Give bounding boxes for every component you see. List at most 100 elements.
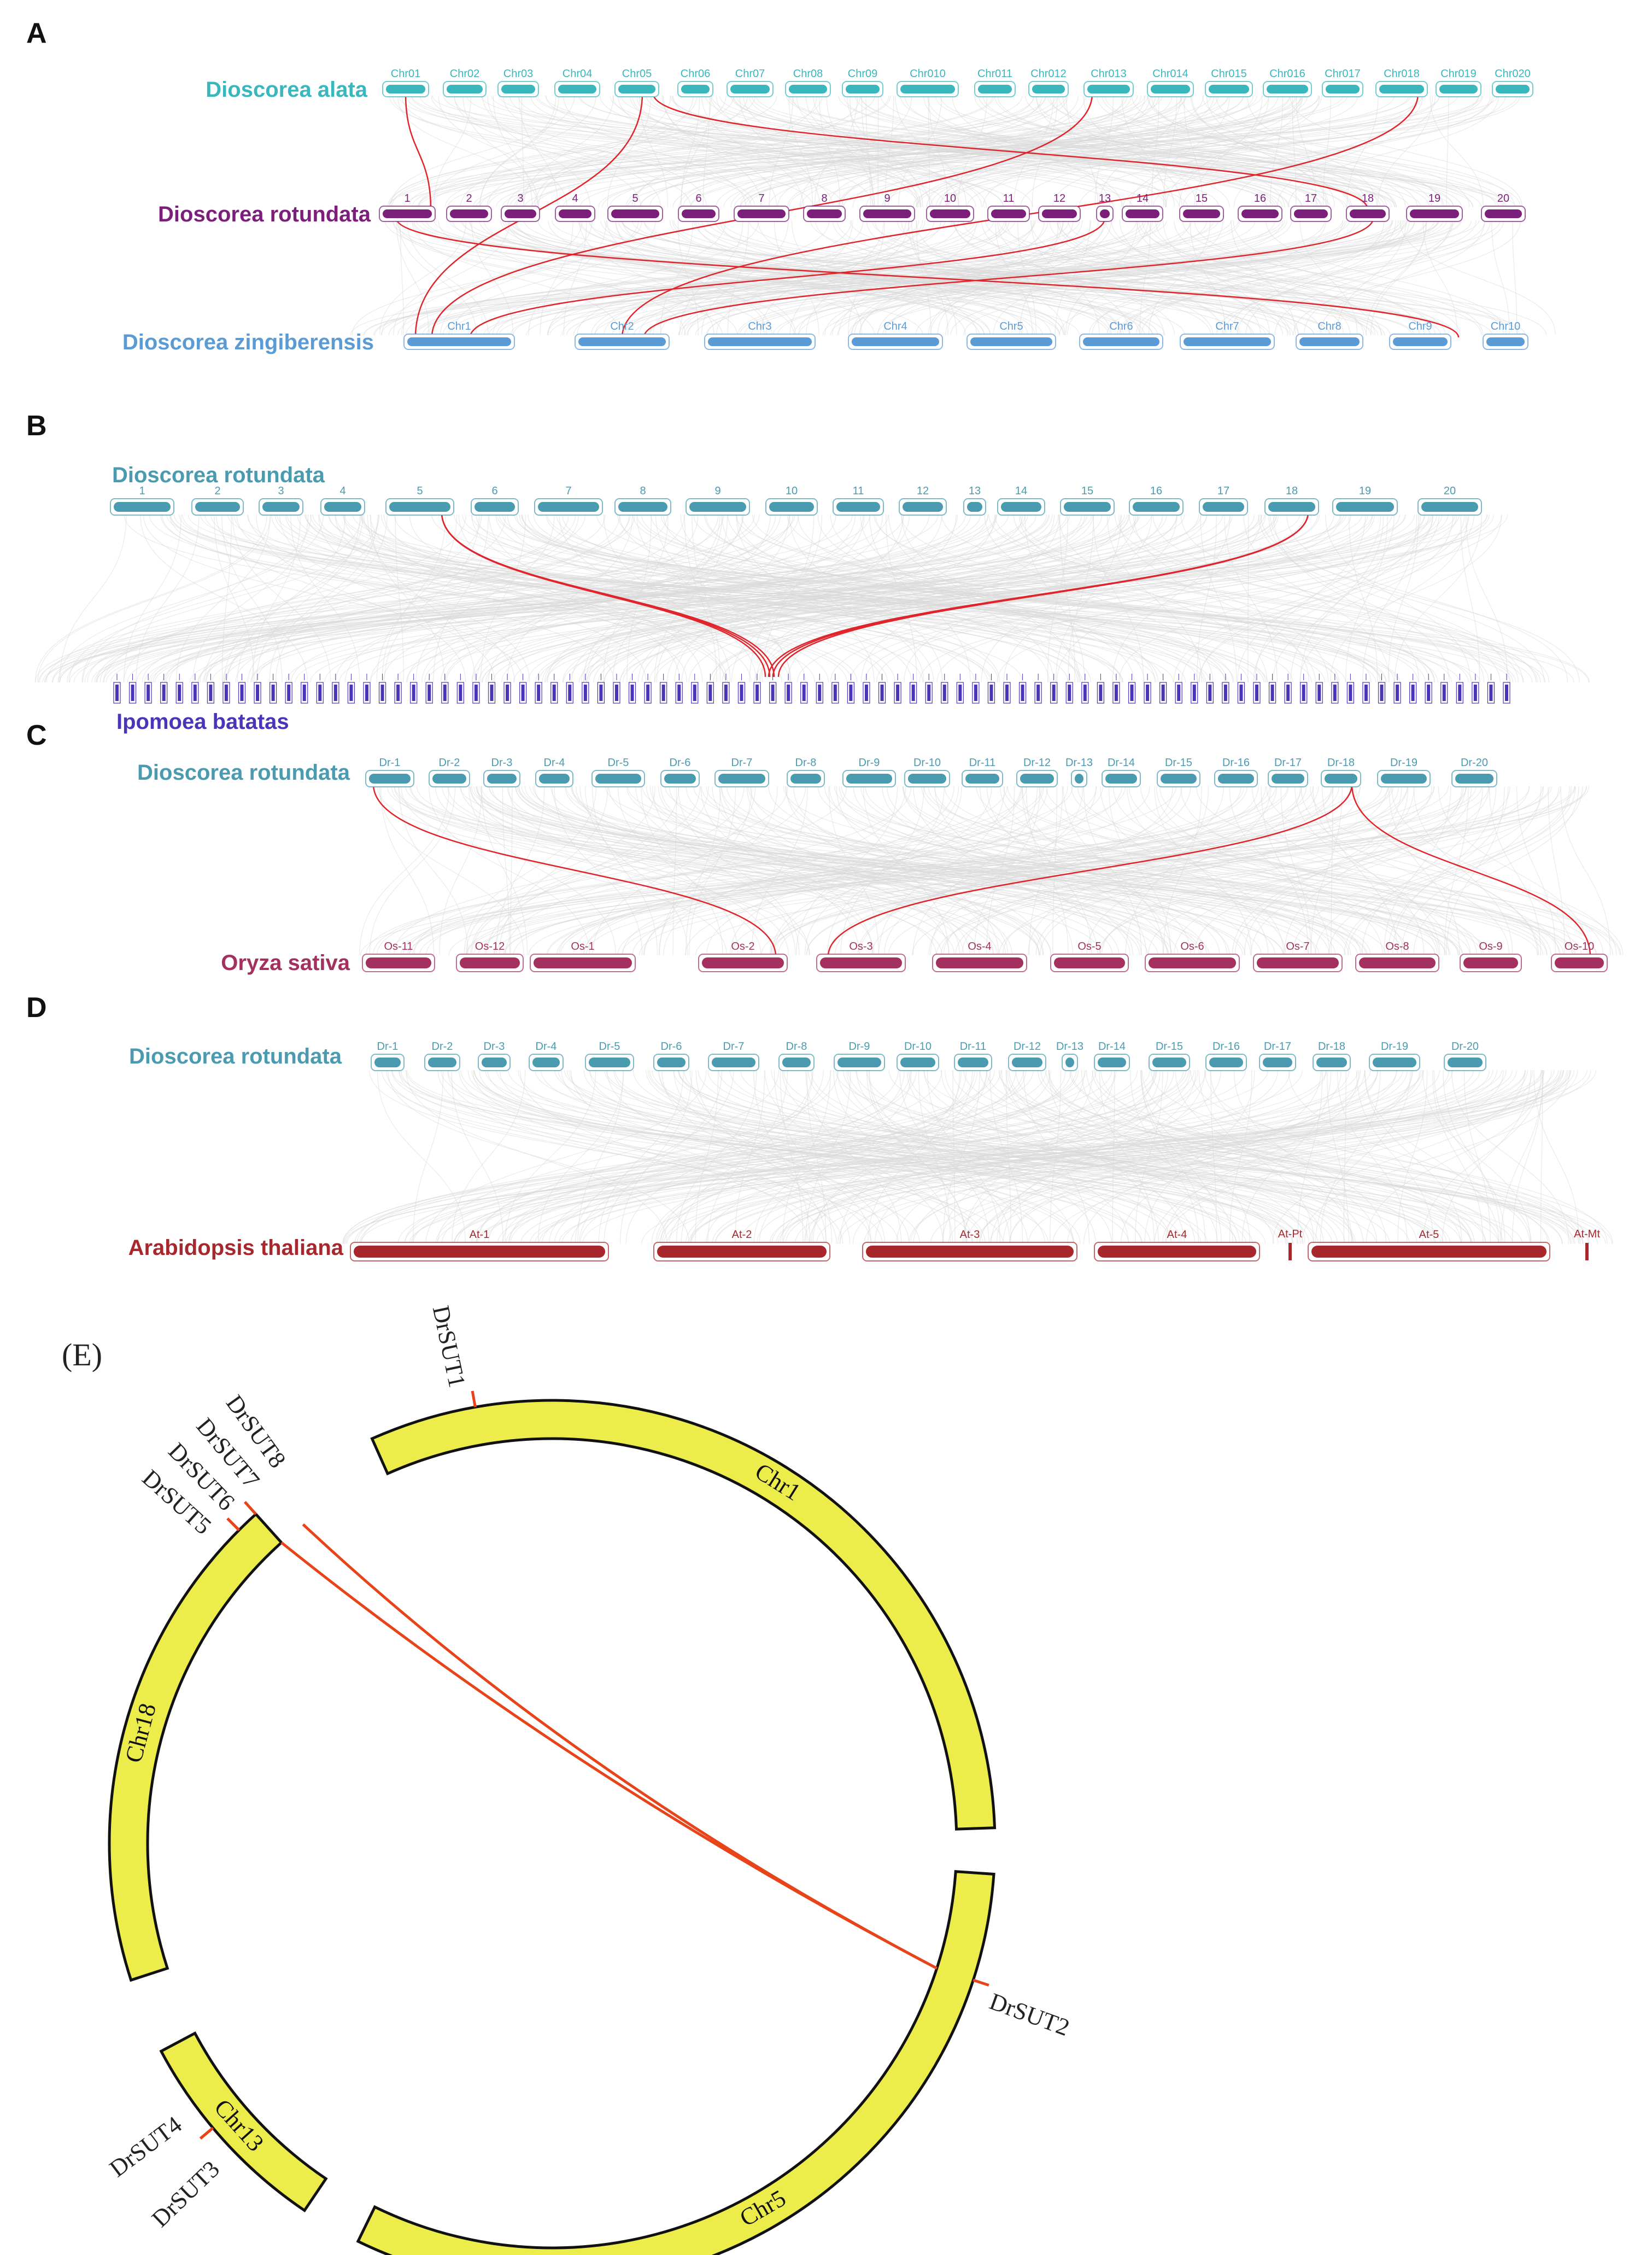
synteny-link xyxy=(583,514,720,683)
panel-a-chromosome-body xyxy=(852,337,939,346)
synteny-link xyxy=(711,95,982,208)
panel-b-ipomoea-body xyxy=(1286,685,1290,701)
panel-b-chromosome-body xyxy=(1421,502,1478,512)
panel-b-ipomoea-body xyxy=(942,685,946,701)
synteny-link xyxy=(1194,95,1263,208)
panel-c-chromosome: Os-6 xyxy=(1145,940,1240,972)
synteny-link xyxy=(409,786,1158,956)
synteny-link xyxy=(886,514,917,683)
synteny-link xyxy=(518,786,1451,956)
synteny-link xyxy=(1099,786,1510,956)
synteny-link xyxy=(597,514,1320,683)
panel-b-chromosome: 17 xyxy=(1199,485,1248,516)
synteny-link xyxy=(626,514,652,683)
panel-b-ipomoea-body xyxy=(1333,685,1337,701)
synteny-link xyxy=(685,1070,1206,1245)
panel-b-chromosome-body xyxy=(195,502,240,512)
panel-b-chromosome-label: 12 xyxy=(917,485,929,497)
panel-b-ipomoea-chromosome xyxy=(410,674,418,704)
synteny-link xyxy=(140,514,308,683)
panel-d-chromosome-body xyxy=(1448,1058,1483,1067)
panel-a-chromosome: Chr3 xyxy=(704,320,816,350)
synteny-link xyxy=(569,514,1129,683)
synteny-link xyxy=(585,786,688,956)
synteny-link xyxy=(472,1070,872,1245)
synteny-link xyxy=(471,514,806,683)
panel-c-chromosome: Dr-10 xyxy=(904,757,950,787)
panel-b-ipomoea-body xyxy=(474,685,478,701)
panel-c-chromosome: Dr-7 xyxy=(714,757,769,787)
synteny-link xyxy=(1231,220,1296,336)
synteny-link xyxy=(600,220,1109,336)
panel-a-chromosome: 3 xyxy=(501,192,540,222)
panel-a-chromosome-label: 4 xyxy=(572,192,578,205)
synteny-link xyxy=(751,220,1448,336)
panel-b-chromosome: 2 xyxy=(191,485,244,516)
synteny-link xyxy=(1331,786,1333,956)
synteny-link xyxy=(480,514,526,683)
panel-c-chromosome: Dr-13 xyxy=(1065,757,1093,787)
synteny-link xyxy=(502,786,510,956)
synteny-link xyxy=(412,95,1347,208)
synteny-link xyxy=(1286,514,1568,683)
synteny-link xyxy=(816,1070,1507,1245)
circos-gene-label: DrSUT1 xyxy=(427,1303,471,1389)
synteny-link xyxy=(466,786,1449,956)
synteny-link xyxy=(1059,514,1076,683)
panel-c-chromosome: Os-8 xyxy=(1355,940,1439,972)
synteny-link xyxy=(418,95,889,208)
panel-b-ipomoea-body xyxy=(318,685,322,701)
panel-a-chromosome-label: Chr015 xyxy=(1211,68,1247,80)
panel-b-ipomoea-body xyxy=(1317,685,1321,701)
synteny-link xyxy=(402,786,1361,956)
panel-a-chromosome-body xyxy=(611,209,659,218)
panel-a-chromosome-label: Chr04 xyxy=(563,68,592,80)
panel-b-chromosome: 3 xyxy=(259,485,303,516)
synteny-link xyxy=(387,95,755,208)
synteny-link xyxy=(770,786,1489,956)
panel-b-chromosome: 15 xyxy=(1060,485,1115,516)
panel-c-chromosome-label: Dr-10 xyxy=(913,757,941,769)
synteny-link xyxy=(731,786,1334,956)
synteny-link xyxy=(649,220,1161,336)
synteny-link xyxy=(1003,514,1178,683)
synteny-link xyxy=(563,514,1449,683)
panel-a-chromosome-body xyxy=(1496,85,1530,94)
synteny-link xyxy=(1204,1070,1531,1245)
panel-b-ipomoea-body xyxy=(958,685,962,701)
synteny-link xyxy=(1200,514,1237,683)
synteny-link xyxy=(1442,1070,1531,1245)
panel-b-ipomoea-chromosome xyxy=(1331,674,1339,704)
synteny-link xyxy=(412,786,1126,956)
panel-c-chromosome: Dr-4 xyxy=(535,757,573,787)
panel-b-ipomoea-chromosome xyxy=(1284,674,1292,704)
panel-d-chromosome: At-4 xyxy=(1094,1229,1260,1261)
synteny-link xyxy=(935,95,1304,208)
panel-b-ipomoea-body xyxy=(1255,685,1259,701)
synteny-link xyxy=(401,95,692,208)
synteny-link xyxy=(528,220,607,336)
panel-a-letter: A xyxy=(26,17,47,49)
panel-b-chromosome-label: 11 xyxy=(853,485,864,497)
panel-b-ipomoea-chromosome xyxy=(347,674,355,704)
panel-a-chromosome-label: 20 xyxy=(1497,192,1509,205)
synteny-link xyxy=(438,220,765,336)
panel-c-chromosome: Os-1 xyxy=(530,940,636,972)
panel-c-chromosome-label: Dr-3 xyxy=(491,757,513,769)
circos-chromosome-arc xyxy=(370,1399,997,1831)
panel-b-chromosome: 20 xyxy=(1417,485,1482,516)
synteny-link xyxy=(1096,95,1418,208)
panel-c-chromosome-label: Dr-13 xyxy=(1065,757,1093,769)
synteny-link xyxy=(399,786,468,956)
synteny-link xyxy=(235,514,794,683)
panel-d-chromosome-body xyxy=(1065,1058,1074,1067)
synteny-link xyxy=(529,786,1597,956)
synteny-link xyxy=(395,514,404,683)
panel-d-chromosome-body xyxy=(374,1058,401,1067)
synteny-link xyxy=(431,95,844,208)
synteny-link xyxy=(514,220,1009,336)
synteny-link xyxy=(721,786,1009,956)
synteny-link xyxy=(1030,220,1223,336)
synteny-link xyxy=(833,1070,953,1245)
synteny-link xyxy=(426,220,1239,336)
